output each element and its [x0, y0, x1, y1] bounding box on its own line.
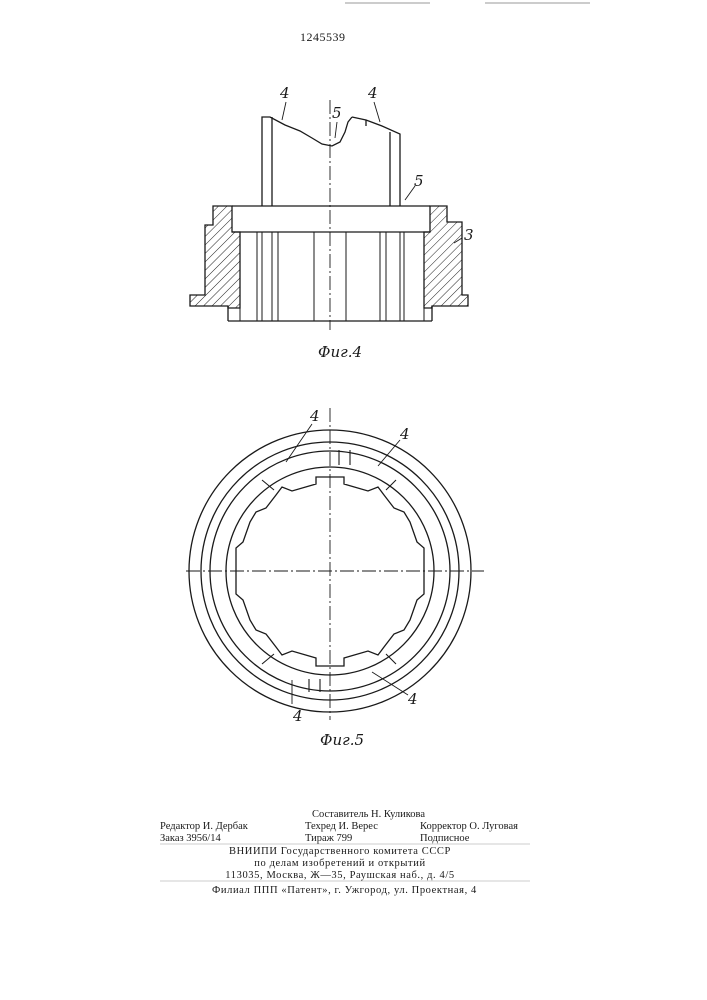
fig4-label-5-top: 5	[332, 104, 342, 122]
fig4-caption: Фиг.4	[318, 343, 362, 361]
figure-4-drawing	[190, 100, 468, 330]
fig4-label-4-right: 4	[367, 84, 378, 102]
footer-editor: Редактор И. Дербак	[160, 821, 248, 833]
fig5-caption: Фиг.5	[320, 731, 364, 749]
fig5-label-4-bottom-left: 4	[292, 707, 303, 725]
finger-right	[352, 117, 400, 206]
fig5-label-4-bottom-right: 4	[407, 690, 418, 708]
fig4-label-3: 3	[464, 226, 474, 244]
footer-branch: Филиал ППП «Патент», г. Ужгород, ул. Про…	[212, 885, 477, 897]
footer-org-line1: ВНИИПИ Государственного комитета СССР	[160, 846, 520, 858]
fig4-label-5-right: 5	[414, 172, 424, 190]
figure-5-drawing	[186, 408, 484, 720]
footer-corrector: Корректор О. Луговая	[420, 821, 518, 833]
footer-techred: Техред И. Верес	[305, 821, 378, 833]
footer-subscription: Подписное	[420, 833, 469, 845]
fig4-label-4-left: 4	[279, 84, 290, 102]
finger-left	[262, 117, 352, 206]
housing-right-section	[424, 206, 468, 308]
footer-compiler: Составитель Н. Куликова	[312, 809, 425, 821]
housing-left-section	[190, 206, 240, 308]
fig5-label-4-top: 4	[309, 407, 320, 425]
footer-org-line2: по делам изобретений и открытий	[160, 858, 520, 870]
footer-org-line3: 113035, Москва, Ж—35, Раушская наб., д. …	[160, 870, 520, 882]
footer-circulation: Тираж 799	[305, 833, 352, 845]
footer-order: Заказ 3956/14	[160, 833, 221, 845]
fig5-label-4-right: 4	[399, 425, 410, 443]
